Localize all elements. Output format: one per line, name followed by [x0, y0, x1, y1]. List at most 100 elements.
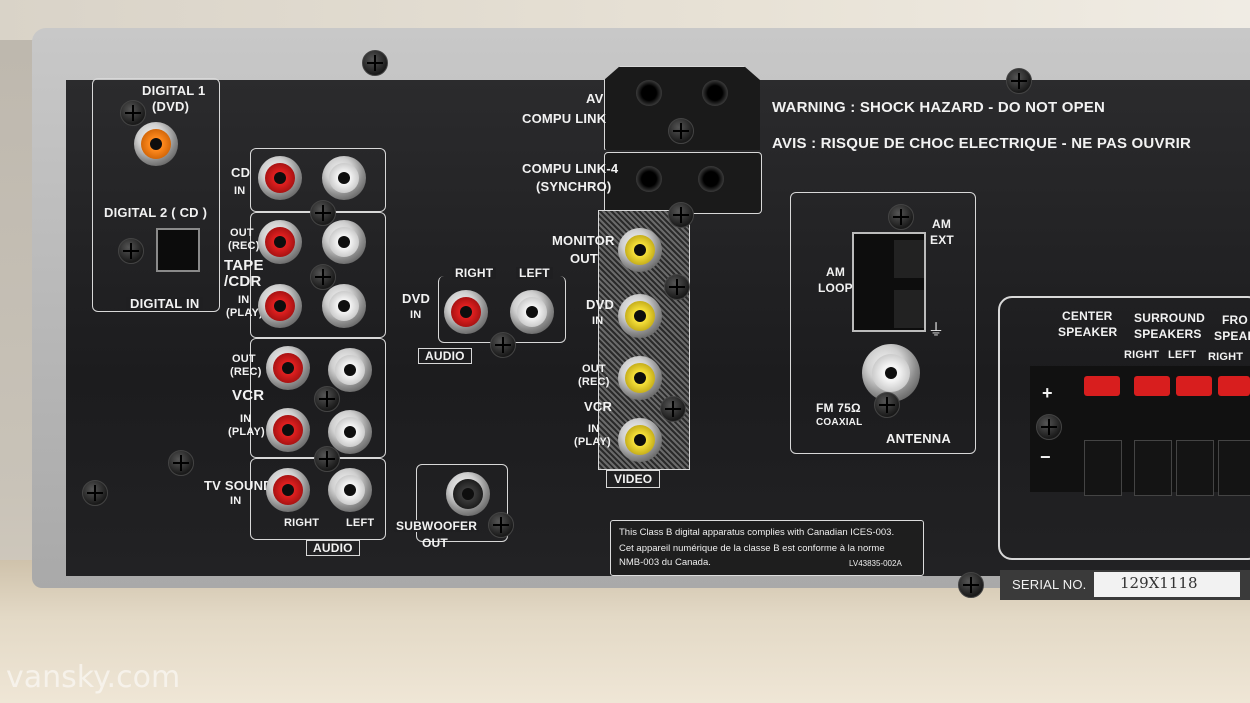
- av-label: AV: [586, 91, 604, 106]
- surround-right-plus-terminal[interactable]: [1134, 376, 1170, 396]
- video-label: VIDEO: [606, 470, 661, 488]
- vcr-in-right-jack[interactable]: [266, 408, 310, 452]
- synchro-label: (SYNCHRO): [536, 179, 612, 194]
- tv-sound-label: TV SOUND: [204, 478, 273, 493]
- tape-label: TAPE: [224, 257, 264, 274]
- digital2-optical-jack[interactable]: [156, 228, 200, 272]
- tape-out-right-jack[interactable]: [258, 220, 302, 264]
- dvd-right-label: RIGHT: [452, 267, 497, 279]
- surround-right-minus-terminal[interactable]: [1134, 440, 1172, 496]
- screw: [664, 274, 690, 300]
- digital1-label: DIGITAL 1: [142, 83, 206, 98]
- cd-label: CD: [231, 165, 251, 180]
- surround-left-minus-terminal[interactable]: [1176, 440, 1214, 496]
- subwoofer-label: SUBWOOFER: [394, 519, 480, 533]
- front-right-plus-terminal[interactable]: [1218, 376, 1250, 396]
- dvd-right-jack[interactable]: [444, 290, 488, 334]
- coaxial-label: COAXIAL: [816, 417, 863, 428]
- video-vcr-out-jack[interactable]: [618, 356, 662, 400]
- subwoofer-frame: [416, 464, 508, 542]
- screw: [362, 50, 388, 76]
- tape-out-label: OUT: [230, 227, 254, 239]
- serial-label: SERIAL NO.: [1012, 577, 1087, 592]
- surround-right-label: RIGHT: [1124, 349, 1160, 361]
- compu-link4-socket-2[interactable]: [698, 166, 724, 192]
- vcr-out-rec-label: (REC): [230, 366, 262, 378]
- front-right-minus-terminal[interactable]: [1218, 440, 1250, 496]
- vcr-in-label: IN: [240, 413, 252, 425]
- serial-value: 129X1118: [1120, 574, 1198, 592]
- notice-code: LV43835-002A: [849, 559, 902, 568]
- compu-link-socket-2[interactable]: [702, 80, 728, 106]
- screw: [668, 202, 694, 228]
- center-minus-terminal[interactable]: [1084, 440, 1122, 496]
- notice-line-3: NMB-003 du Canada.: [619, 557, 711, 568]
- dvd-in-label: IN: [410, 309, 422, 321]
- monitor-out-jack[interactable]: [618, 228, 662, 272]
- avis-text: AVIS : RISQUE DE CHOC ELECTRIQUE - NE PA…: [772, 135, 1192, 152]
- digital2-label: DIGITAL 2 ( CD ): [104, 205, 208, 220]
- screw: [314, 386, 340, 412]
- compliance-notice: This Class B digital apparatus complies …: [610, 520, 924, 576]
- cd-left-jack[interactable]: [322, 156, 366, 200]
- monitor-label: MONITOR: [552, 233, 615, 248]
- video-vcr-in-jack[interactable]: [618, 418, 662, 462]
- vcr-label: VCR: [232, 387, 265, 404]
- tape-in-left-jack[interactable]: [322, 284, 366, 328]
- ground-icon: ⏚: [928, 320, 945, 339]
- center-plus-terminal[interactable]: [1084, 376, 1120, 396]
- video-out-label: OUT: [582, 363, 606, 375]
- video-out-rec-label: (REC): [578, 376, 610, 388]
- vcr-out-left-jack[interactable]: [328, 348, 372, 392]
- am-loop2-label: LOOP: [818, 281, 853, 295]
- screw: [874, 392, 900, 418]
- tape-in-right-jack[interactable]: [258, 284, 302, 328]
- vcr-in-left-jack[interactable]: [328, 410, 372, 454]
- screw: [888, 204, 914, 230]
- plus-label: +: [1042, 383, 1053, 403]
- serial-field: [1094, 572, 1240, 597]
- tv-sound-right-jack[interactable]: [266, 468, 310, 512]
- tape-in-label: IN: [238, 294, 250, 306]
- compu-link4-socket-1[interactable]: [636, 166, 662, 192]
- subwoofer-out-jack[interactable]: [446, 472, 490, 516]
- screw: [314, 446, 340, 472]
- dvd-label: DVD: [402, 291, 431, 306]
- notice-line-2: Cet appareil numérique de la classe B es…: [619, 543, 885, 554]
- tv-sound-left-jack[interactable]: [328, 468, 372, 512]
- dvd-left-label: LEFT: [516, 267, 553, 279]
- surround-label: SURROUND: [1134, 311, 1205, 325]
- subwoofer-out-label: OUT: [422, 536, 448, 550]
- minus-label: −: [1040, 447, 1051, 467]
- speaker-terminals-frame: [998, 296, 1250, 560]
- am-ext-clip[interactable]: [894, 240, 924, 278]
- screw: [488, 512, 514, 538]
- vcr-out-right-jack[interactable]: [266, 346, 310, 390]
- screw: [310, 200, 336, 226]
- video-dvd-in-jack[interactable]: [618, 294, 662, 338]
- screw: [1006, 68, 1032, 94]
- cdr-label: /CDR: [224, 273, 262, 290]
- compu-link-socket-1[interactable]: [636, 80, 662, 106]
- vcr-out-label: OUT: [232, 353, 256, 365]
- am-ext-label: AM: [932, 217, 952, 231]
- video-dvd-label: DVD: [586, 297, 615, 312]
- video-in-play-label: (PLAY): [574, 436, 611, 448]
- digital-in-label: DIGITAL IN: [126, 297, 204, 310]
- front-right-label: RIGHT: [1208, 351, 1244, 363]
- tv-left-label: LEFT: [346, 517, 375, 529]
- am-loop-clip[interactable]: [894, 290, 924, 328]
- tv-sound-in-label: IN: [230, 495, 242, 507]
- notice-line-1: This Class B digital apparatus complies …: [619, 527, 895, 538]
- surround-left-plus-terminal[interactable]: [1176, 376, 1212, 396]
- tape-out-left-jack[interactable]: [322, 220, 366, 264]
- video-dvd-in-label: IN: [592, 315, 604, 327]
- dvd-left-jack[interactable]: [510, 290, 554, 334]
- screw: [1036, 414, 1062, 440]
- monitor-out-label: OUT: [570, 251, 599, 266]
- cd-in-label: IN: [234, 185, 246, 197]
- center-speaker2-label: SPEAKER: [1058, 325, 1118, 339]
- compu-link4-label: COMPU LINK-4: [522, 161, 619, 176]
- digital1-coaxial-jack[interactable]: [134, 122, 178, 166]
- cd-right-jack[interactable]: [258, 156, 302, 200]
